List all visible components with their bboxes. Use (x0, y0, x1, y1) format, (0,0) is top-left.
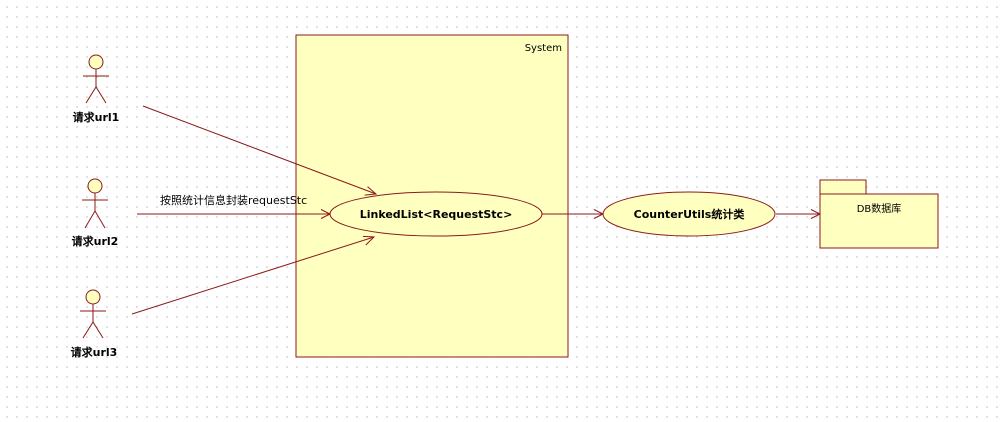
actor-url1-leg-left (85, 86, 97, 104)
actor-url1-leg-right (95, 86, 107, 104)
system-label: System (525, 43, 562, 54)
use-case-linkedlist[interactable]: LinkedList<RequestStc> (329, 191, 543, 237)
use-case-counter-label: CounterUtils统计类 (634, 207, 746, 221)
actor-url2-head (87, 178, 103, 194)
actor-url2-label: 请求url2 (72, 234, 119, 248)
actor-url1-head (88, 54, 104, 70)
arrow-url1-head (364, 186, 378, 196)
actor-url1[interactable] (83, 54, 109, 104)
actor-url1-label: 请求url1 (73, 110, 120, 124)
use-case-counter-shape (602, 191, 776, 237)
use-case-linkedlist-shape (329, 191, 543, 237)
arrow-url1-to-linkedlist[interactable] (142, 105, 378, 196)
arrow-url3-head (362, 235, 376, 246)
arrow-url3-to-linkedlist[interactable] (131, 235, 376, 315)
actor-url3-leg-left (82, 321, 94, 339)
use-case-counter[interactable]: CounterUtils统计类 (602, 191, 776, 237)
message-label: 按照统计信息封装requestStc (160, 193, 307, 207)
arrow-counter-to-db[interactable] (776, 209, 822, 219)
use-case-linkedlist-label: LinkedList<RequestStc> (360, 208, 513, 221)
actor-url3-leg-right (92, 321, 104, 339)
package-db-body (819, 193, 939, 249)
arrow-url1-line (142, 105, 377, 195)
package-db[interactable]: DB数据库 (819, 179, 939, 249)
actor-url2[interactable] (82, 178, 108, 229)
actor-url2-leg-right (94, 210, 106, 229)
actor-url3-label: 请求url3 (71, 345, 118, 359)
actor-url2-leg-left (84, 210, 96, 229)
actor-url3[interactable] (80, 289, 106, 339)
package-db-tab (819, 179, 867, 195)
package-db-label: DB数据库 (857, 202, 902, 215)
actor-url3-head (85, 289, 101, 305)
arrow-url3-line (131, 236, 375, 315)
